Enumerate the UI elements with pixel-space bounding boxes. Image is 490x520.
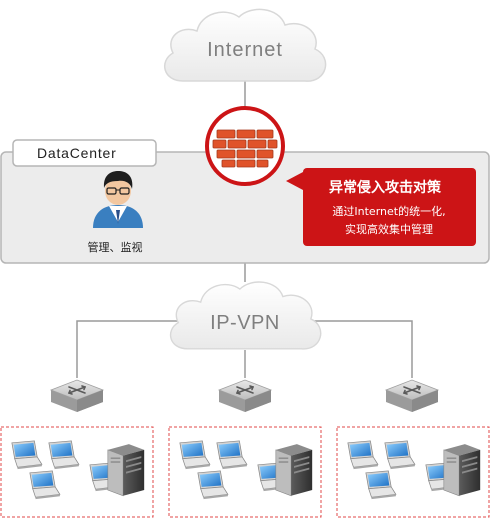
security-callout: 异常侵入攻击对策 通过Internet的统一化, 实现高效集中管理 [286,168,476,246]
server-icon [275,443,313,497]
datacenter-label: DataCenter [37,145,117,161]
vpn-cloud: IP-VPN [169,281,322,350]
internet-label: Internet [207,39,283,61]
branch-site-center [168,426,322,518]
left-branch-line [76,320,184,378]
router-icon [218,379,272,413]
router-icon [50,379,104,413]
laptop-icon [179,440,211,470]
laptop-icon [216,440,248,470]
callout-line-1: 通过Internet的统一化, [332,204,445,218]
brick-wall-icon [212,129,278,168]
laptop-icon [29,470,61,500]
callout-title: 异常侵入攻击对策 [329,179,442,196]
laptop-icon [197,470,229,500]
laptop-icon [347,440,379,470]
vpn-label: IP-VPN [210,312,280,334]
right-branch-line [306,320,413,378]
internet-cloud: Internet [163,8,327,82]
admin-person-icon [93,171,143,228]
laptop-icon [365,470,397,500]
datacenter-tab [12,139,157,167]
laptop-icon [11,440,43,470]
admin-label: 管理、监视 [88,240,143,254]
server-icon [107,443,145,497]
firewall-icon [205,106,285,186]
callout-line-2: 实现高效集中管理 [345,222,433,236]
server-icon [443,443,481,497]
router-icon [385,379,439,413]
branch-site-right [336,426,490,518]
branch-site-left [0,426,154,518]
laptop-icon [48,440,80,470]
laptop-icon [384,440,416,470]
